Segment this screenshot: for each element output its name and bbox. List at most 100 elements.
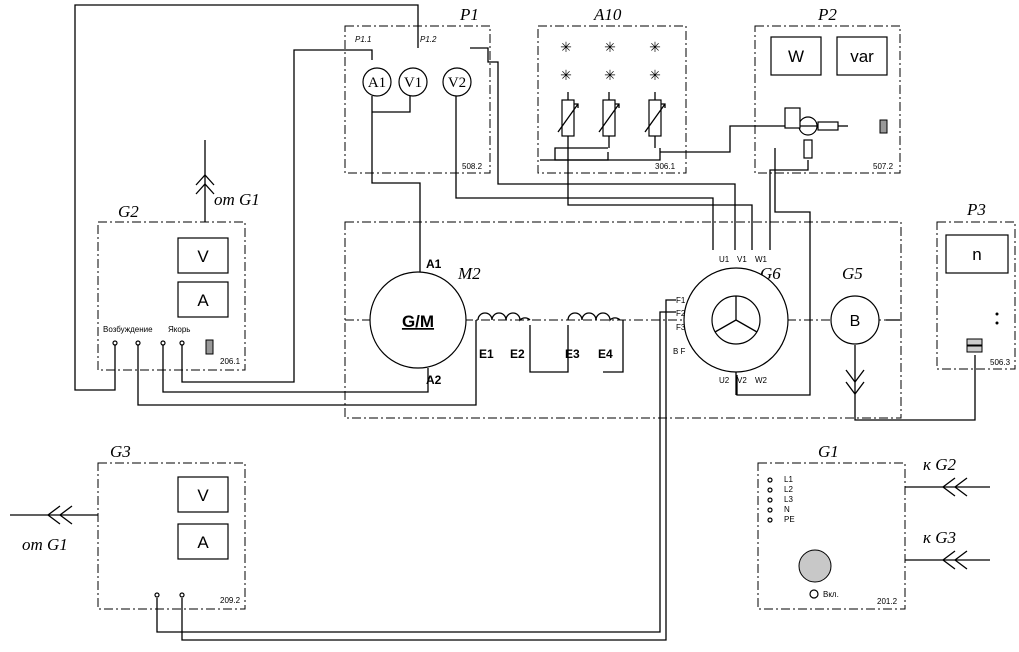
supply-arrows: [46, 174, 968, 570]
p3-label: P3: [966, 200, 986, 219]
g2-code: 206.1: [220, 357, 241, 366]
m2-e4-label: E4: [598, 347, 613, 361]
g6-term-v2: V2: [737, 376, 747, 385]
g1-module: L1 L2 L3 N PE Вкл.: [767, 475, 839, 599]
voltmeter-v2: [442, 67, 472, 97]
p1-code: 508.2: [462, 162, 483, 171]
module-frames: [97, 25, 1016, 610]
g6-term-f2: F2: [676, 309, 686, 318]
g1-label: G1: [818, 442, 839, 461]
g1-terminal-l3: L3: [784, 495, 793, 504]
machine-gm-label: G/M: [402, 312, 434, 331]
p2-meters: W var: [770, 36, 888, 159]
p1-term2: P1.2: [420, 35, 437, 44]
g6-term-f1: F1: [676, 296, 686, 305]
g6-machine: U1 V1 W1 U2 V2 W2 F1 F2 F3 B F: [673, 240, 789, 395]
p2-code: 507.2: [873, 162, 894, 171]
tachometer-label: n: [972, 245, 981, 264]
g3-ammeter-box: [177, 523, 229, 560]
g5-symbol: B: [850, 313, 861, 330]
g1-power-button[interactable]: [798, 549, 832, 583]
g3-module: V A: [154, 476, 229, 598]
lamp-icon: ✳: [560, 39, 572, 55]
m2-e3-label: E3: [565, 347, 580, 361]
g3-voltmeter-box: [177, 476, 229, 513]
g2-ammeter-box: [177, 281, 229, 318]
sensor-shunt: [803, 139, 813, 159]
g1-terminal-l1: L1: [784, 475, 793, 484]
g1-to-g2-text: к G2: [923, 455, 956, 474]
frame-g1: [757, 462, 906, 610]
machine-gm: [369, 271, 467, 369]
frame-a10: [537, 25, 687, 174]
g1-code: 201.2: [877, 597, 898, 606]
g6-term-u2: U2: [719, 376, 730, 385]
varmeter-label: var: [850, 47, 874, 66]
frame-p3: [936, 221, 1016, 370]
lamp-icon: ✳: [649, 39, 661, 55]
a10-label: A10: [593, 5, 622, 24]
m2-a1-label: A1: [426, 257, 442, 271]
lamp-icon: ✳: [560, 67, 572, 83]
m2-e1-label: E1: [479, 347, 494, 361]
voltmeter-v1-label: V1: [404, 75, 422, 91]
g1-terminal-n: N: [784, 505, 790, 514]
frame-p2: [754, 25, 901, 174]
g1-terminal-l2: L2: [784, 485, 793, 494]
g2-supply-text: от G1: [214, 190, 260, 209]
g5-label: G5: [842, 264, 863, 283]
p1-label: P1: [459, 5, 479, 24]
m2-a2-label: A2: [426, 373, 442, 387]
g3-supply-chevron: [46, 505, 73, 525]
g1-terminal-pe: PE: [784, 515, 795, 524]
voltmeter-v1: [398, 67, 428, 97]
frame-g2: [97, 221, 246, 371]
g2-excitation-text: Возбуждение: [103, 325, 153, 334]
g1-g3-chevron: [941, 550, 968, 570]
g2-voltmeter-label: V: [197, 247, 209, 266]
g5-sensor: [830, 295, 880, 345]
sensor-coil: [817, 121, 839, 131]
g1-switch-label: Вкл.: [823, 590, 839, 599]
g2-switch-icon: [205, 339, 214, 355]
p2-switch-icon: [879, 119, 888, 134]
m2-e2-label: E2: [510, 347, 525, 361]
g5-chevron: [845, 369, 865, 396]
g2-label: G2: [118, 202, 139, 221]
g6-term-v1: V1: [737, 255, 747, 264]
voltmeter-v2-label: V2: [448, 75, 466, 91]
varmeter-box: [836, 36, 888, 76]
a10-rheostats: ✳ ✳ ✳ ✳ ✳ ✳: [557, 39, 666, 148]
p3-code: 506.3: [990, 358, 1011, 367]
g6-term-w1: W1: [755, 255, 768, 264]
lamp-icon: ✳: [649, 67, 661, 83]
sensor-frame: [784, 107, 801, 129]
lamp-icon: ✳: [604, 67, 616, 83]
g6-term-f3: F3: [676, 323, 686, 332]
ammeter-a1: [362, 67, 392, 97]
g6-term-bf: B F: [673, 347, 686, 356]
m2-machine: G/M A1 A2 E1 E2 E3 E4: [369, 252, 621, 387]
g1-power-indicator: [809, 589, 819, 599]
g1-to-g3-text: к G3: [923, 528, 956, 547]
g2-module: V A Возбуждение Якорь: [103, 237, 229, 355]
g2-armature-text: Якорь: [168, 325, 190, 334]
g5-encoder: B: [830, 295, 880, 345]
p1-term1: P1.1: [355, 35, 371, 44]
g6-term-w2: W2: [755, 376, 768, 385]
wattmeter-label: W: [788, 47, 804, 66]
g3-voltmeter-label: V: [197, 486, 209, 505]
wattmeter-box: [770, 36, 822, 76]
p1-meters: P1.1 P1.2 A1 V1 V2: [355, 35, 472, 97]
g2-ammeter-label: A: [197, 291, 209, 310]
g1-g2-chevron: [941, 477, 968, 497]
g3-supply-text: от G1: [22, 535, 68, 554]
g3-ammeter-label: A: [197, 533, 209, 552]
frame-p1: [344, 25, 491, 174]
m2-label: M2: [457, 264, 481, 283]
g2-supply-chevron: [195, 174, 215, 195]
p3-meter: n: [945, 234, 1009, 353]
g3-label: G3: [110, 442, 131, 461]
lamp-icon: ✳: [604, 39, 616, 55]
